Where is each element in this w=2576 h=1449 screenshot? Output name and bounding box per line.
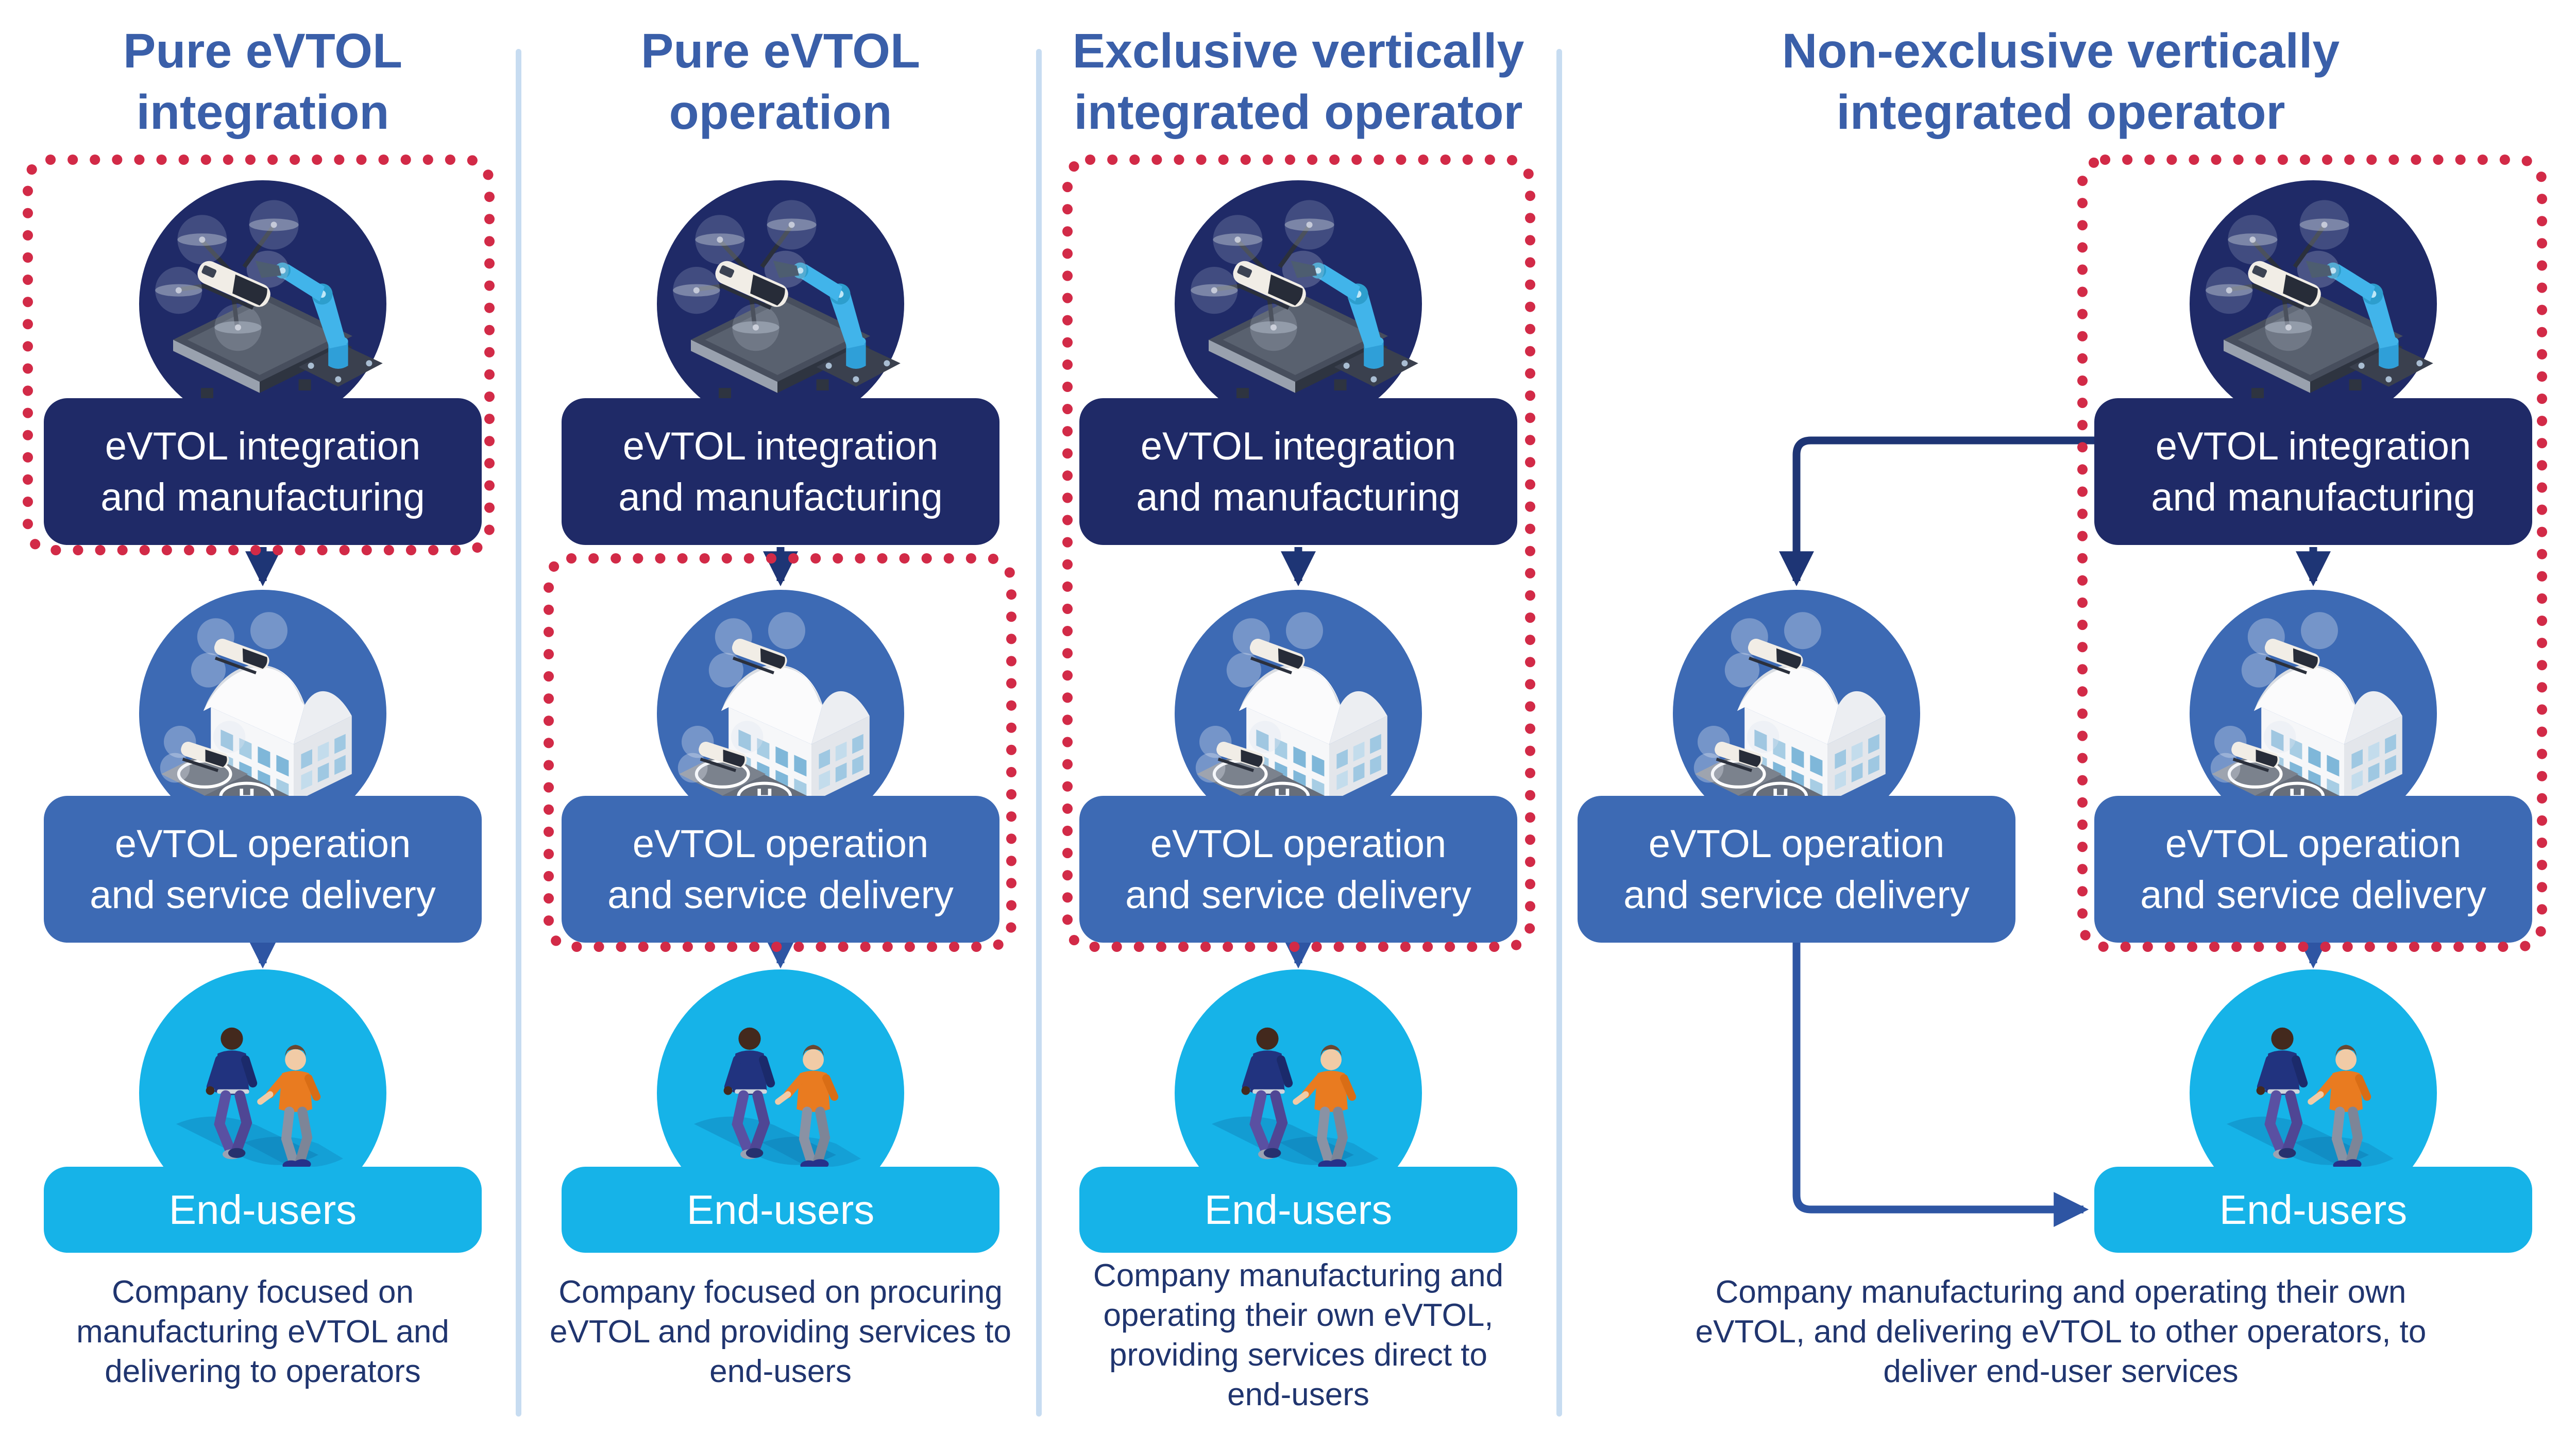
col2-integration-label: eVTOL integration and manufacturing (562, 398, 999, 545)
manufacturing-illustration-icon (1175, 180, 1422, 428)
col3-integration-label: eVTOL integration and manufacturing (1079, 398, 1517, 545)
col4-integration-label: eVTOL integration and manufacturing (2094, 398, 2532, 545)
arrow-col4-integration-to-other-operators (1779, 436, 2097, 587)
col1-endusers-label: End-users (44, 1167, 482, 1253)
arrow-col4-other-operators-to-endusers (1792, 942, 2089, 1227)
col1-operation-label: eVTOL operation and service delivery (44, 796, 482, 943)
col4-caption: Company manufacturing and operating thei… (1695, 1274, 2427, 1389)
col3-operation-label: eVTOL operation and service delivery (1079, 796, 1517, 943)
col1-integration-label: eVTOL integration and manufacturing (44, 398, 482, 545)
col2-caption: Company focused on procuring eVTOL and p… (549, 1274, 1012, 1389)
col2-integration-circle (657, 180, 904, 428)
col1-caption: Company focused on manufacturing eVTOL a… (76, 1274, 449, 1389)
col1-integration-circle (139, 180, 386, 428)
col4-own-operation-label: eVTOL operation and service delivery (2094, 796, 2532, 943)
col4-integration-circle (2190, 180, 2437, 428)
column-divider-3 (1556, 49, 1562, 1417)
col4-other-operators-operation-label: eVTOL operation and service delivery (1578, 796, 2015, 943)
col2-operation-label: eVTOL operation and service delivery (562, 796, 999, 943)
manufacturing-illustration-icon (657, 180, 904, 428)
manufacturing-illustration-icon (2190, 180, 2437, 428)
column-title-pure-evtol-operation: Pure eVTOL operation (640, 24, 921, 140)
column-title-pure-evtol-integration: Pure eVTOL integration (123, 24, 403, 140)
col3-integration-circle (1175, 180, 1422, 428)
col3-endusers-label: End-users (1079, 1167, 1517, 1253)
col4-endusers-label: End-users (2094, 1167, 2532, 1253)
column-divider-1 (516, 49, 521, 1417)
manufacturing-illustration-icon (139, 180, 386, 428)
column-divider-2 (1036, 49, 1042, 1417)
col3-caption: Company manufacturing and operating thei… (1093, 1258, 1504, 1412)
column-title-non-exclusive-vertically-integrated-operator: Non-exclusive vertically integrated oper… (1782, 24, 2340, 140)
column-title-exclusive-vertically-integrated-operator: Exclusive vertically integrated operator (1072, 24, 1524, 140)
col2-endusers-label: End-users (562, 1167, 999, 1253)
